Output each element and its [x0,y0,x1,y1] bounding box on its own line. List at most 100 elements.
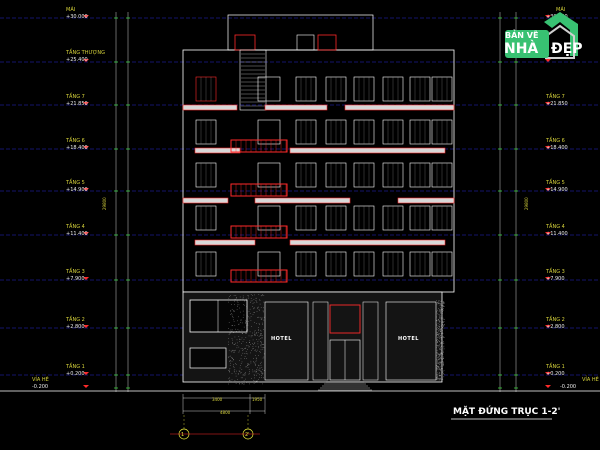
texture-dot [228,344,229,345]
texture-dot [232,325,233,326]
texture-dot [441,358,442,359]
texture-dot [257,350,258,351]
window [258,77,280,101]
texture-dot [438,303,439,304]
texture-dot [248,345,249,346]
texture-dot [250,341,251,342]
texture-dot [439,364,440,365]
texture-dot [438,378,439,379]
texture-dot [442,315,443,316]
texture-dot [437,375,438,376]
texture-dot [444,302,445,303]
texture-dot [441,355,442,356]
texture-dot [261,335,262,336]
texture-dot [258,373,259,374]
bottom-total-dim: 4800 [220,410,231,415]
texture-dot [250,318,251,319]
texture-dot [438,380,439,381]
texture-dot [439,354,440,355]
texture-dot [441,328,442,329]
texture-dot [441,327,442,328]
texture-dot [441,322,442,323]
texture-dot [239,336,240,337]
texture-dot [255,334,256,335]
texture-dot [440,321,441,322]
texture-dot [441,309,442,310]
texture-dot [439,314,440,315]
texture-dot [255,371,256,372]
texture-dot [233,351,234,352]
texture-dot [243,297,244,298]
texture-dot [261,319,262,320]
texture-dot [251,294,252,295]
texture-dot [437,334,438,335]
texture-dot [240,320,241,321]
texture-dot [439,355,440,356]
texture-dot [232,340,233,341]
texture-dot [248,295,249,296]
texture-dot [439,303,440,304]
texture-dot [442,355,443,356]
texture-dot [442,334,443,335]
texture-dot [232,329,233,330]
texture-dot [439,324,440,325]
texture-dot [245,374,246,375]
texture-dot [439,379,440,380]
texture-dot [253,314,254,315]
texture-dot [254,362,255,363]
site-logo: BẢN VẼ NHÀ ĐẸP [504,10,592,68]
texture-dot [257,317,258,318]
texture-dot [442,376,443,377]
texture-dot [257,308,258,309]
texture-dot [240,365,241,366]
texture-dot [256,323,257,324]
texture-dot [252,295,253,296]
texture-dot [437,332,438,333]
texture-dot [246,330,247,331]
texture-dot [234,311,235,312]
texture-dot [441,313,442,314]
texture-dot [442,327,443,328]
texture-dot [258,327,259,328]
texture-dot [256,373,257,374]
texture-dot [232,338,233,339]
texture-dot [249,342,250,343]
texture-dot [246,367,247,368]
texture-dot [240,368,241,369]
texture-dot [236,376,237,377]
texture-dot [250,313,251,314]
level-mark: VỈA HÈ-0.200 [32,375,49,390]
texture-dot [261,365,262,366]
texture-dot [442,310,443,311]
texture-dot [244,315,245,316]
texture-dot [245,375,246,376]
texture-dot [440,305,441,306]
texture-dot [230,356,231,357]
texture-dot [244,300,245,301]
level-name: VỈA HÈ [582,375,599,383]
texture-dot [442,302,443,303]
texture-dot [232,343,233,344]
texture-dot [228,328,229,329]
level-mark: MÁI+30.000 [66,6,88,20]
texture-dot [232,331,233,332]
texture-dot [437,312,438,313]
texture-dot [236,298,237,299]
texture-dot [248,296,249,297]
texture-dot [234,371,235,372]
texture-dot [260,335,261,336]
texture-dot [255,381,256,382]
texture-dot [241,300,242,301]
floor-band [255,198,350,203]
window [258,163,280,187]
texture-dot [241,363,242,364]
floor-band [398,198,454,203]
texture-dot [239,347,240,348]
level-elev: +0.200 [546,371,565,377]
texture-dot [248,317,249,318]
texture-dot [258,307,259,308]
texture-dot [243,375,244,376]
texture-dot [243,353,244,354]
texture-dot [261,346,262,347]
floor-band [265,105,327,110]
